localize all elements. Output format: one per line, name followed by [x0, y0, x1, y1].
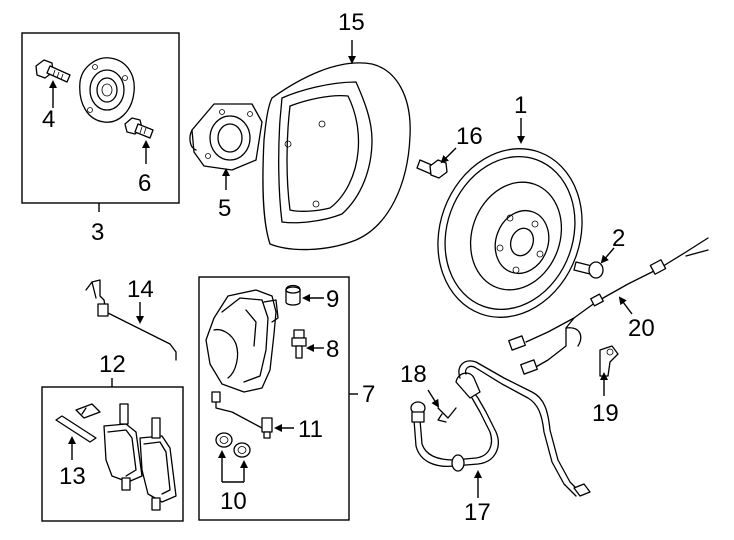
part-10-sealing-washer-b[interactable]: [233, 442, 251, 458]
part-8-bleeder-screw[interactable]: [291, 329, 307, 359]
callout-8: 8: [326, 336, 339, 363]
callout-11: 11: [298, 416, 323, 443]
callout-5: 5: [218, 195, 231, 222]
callout-20: 20: [628, 315, 655, 342]
part-13-anti-squeal-shim[interactable]: [55, 415, 97, 443]
group-box-3: [21, 32, 180, 204]
pad-clip[interactable]: [75, 403, 101, 419]
part-20-sensor-harness[interactable]: [508, 237, 709, 375]
callout-18: 18: [400, 361, 427, 388]
part-5-hub-housing[interactable]: [189, 103, 263, 171]
callout-9: 9: [326, 286, 339, 313]
callout-13: 13: [59, 463, 86, 490]
part-10-sealing-washer-a[interactable]: [215, 432, 233, 448]
wheel-bearing-flange[interactable]: [79, 57, 135, 123]
part-4-hub-bolt[interactable]: [35, 59, 71, 83]
part-18-hose-clip[interactable]: [437, 407, 457, 423]
part-14-pad-wear-sensor[interactable]: [85, 279, 177, 361]
brake-pad-inner[interactable]: [103, 403, 143, 491]
part-19-speed-sensor[interactable]: [599, 345, 619, 377]
part-11-banjo-bolt[interactable]: [211, 391, 273, 439]
callout-10: 10: [220, 488, 247, 515]
steel-brake-line[interactable]: [458, 360, 591, 497]
part-16-bolt[interactable]: [416, 159, 448, 179]
callout-15: 15: [338, 9, 365, 36]
part-9-bleeder-cap[interactable]: [285, 284, 301, 306]
callout-6: 6: [138, 170, 151, 197]
callout-7: 7: [362, 381, 375, 408]
callout-16: 16: [456, 123, 483, 150]
callout-1: 1: [514, 92, 527, 119]
part-15-dust-shield[interactable]: [262, 62, 411, 251]
callout-2: 2: [612, 225, 625, 252]
callout-3: 3: [91, 219, 104, 246]
brake-pad-outer[interactable]: [139, 417, 177, 511]
part-1-brake-rotor[interactable]: [415, 128, 605, 338]
callout-4: 4: [42, 106, 55, 133]
callout-19: 19: [592, 400, 619, 427]
part-2-screw[interactable]: [573, 261, 604, 279]
callout-12: 12: [99, 351, 126, 378]
callout-14: 14: [127, 276, 154, 303]
brake-caliper[interactable]: [205, 289, 279, 393]
part-17-brake-hose[interactable]: [410, 372, 499, 472]
part-6-bolt[interactable]: [124, 117, 154, 139]
callout-17: 17: [464, 499, 491, 526]
group-box-7: [198, 276, 350, 521]
